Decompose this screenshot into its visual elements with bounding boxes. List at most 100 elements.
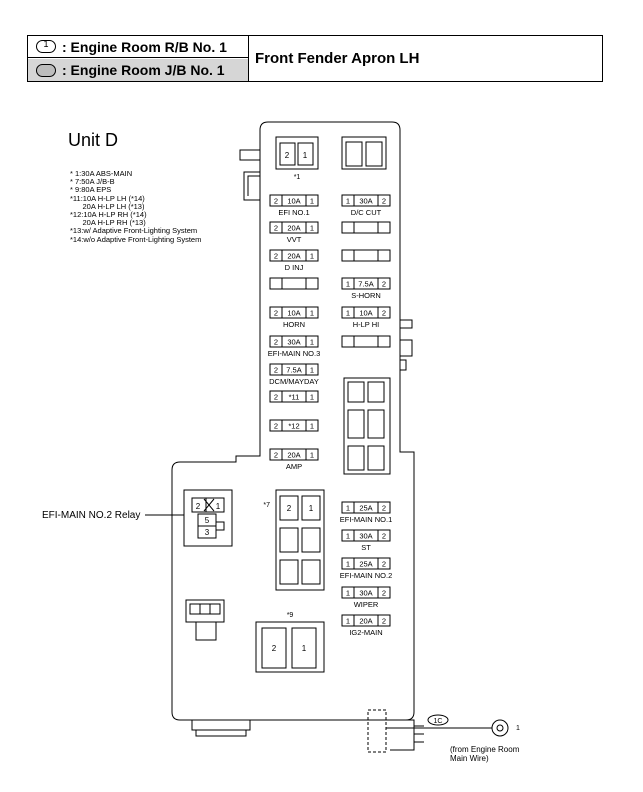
fuse-terminal-b: 1 (310, 338, 314, 347)
fuse-rating: 20A (359, 617, 372, 626)
fuse-terminal-b: 1 (310, 252, 314, 261)
fuse-terminal-b: 1 (310, 422, 314, 431)
fuse-terminal-a: 1 (346, 280, 350, 289)
fuse-left-8: 2 *12 1 (269, 419, 319, 432)
location-table: 1 : Engine Room R/B No. 1 : Engine Room … (27, 35, 603, 82)
fuse-terminal-a: 2 (274, 309, 278, 318)
fuse-rating: 30A (359, 197, 372, 206)
fuse-terminal-b: 1 (310, 224, 314, 233)
top-fuse-star: *1 (294, 174, 301, 181)
fuse9-star: *9 (287, 612, 294, 619)
fuse-terminal-a: 1 (346, 617, 350, 626)
fuse-terminal-a: 2 (274, 252, 278, 261)
fuse-terminal-a: 2 (274, 366, 278, 375)
fuse-terminal-a: 2 (274, 422, 278, 431)
connector-symbol-icon: 1 (36, 39, 56, 53)
connector-1c-symbol-icon (427, 714, 449, 726)
engine-room-jb-label: : Engine Room J/B No. 1 (62, 62, 225, 78)
top-fuse-left-terminal: 2 (285, 151, 290, 160)
fuse-rating: 25A (359, 504, 372, 513)
fuse-rating: 30A (287, 338, 300, 347)
fuse-terminal-b: 2 (382, 589, 386, 598)
fuse-terminal-a: 2 (274, 338, 278, 347)
fuse-rating: 10A (359, 309, 372, 318)
fuse-left-7: 2 *11 1 (269, 390, 319, 403)
fuse-terminal-b: 2 (382, 197, 386, 206)
fuse-terminal-b: 2 (382, 309, 386, 318)
fuse-name: EFI NO.1 (278, 208, 309, 217)
relay-terminal-1: 1 (216, 502, 221, 511)
fuse9-left-terminal: 2 (272, 644, 277, 653)
fuse-rating: 25A (359, 560, 372, 569)
fuse-box-outline (171, 121, 415, 721)
unit-title: Unit D (68, 130, 119, 150)
fuse-right-2 (341, 249, 391, 262)
engine-room-rb-label: : Engine Room R/B No. 1 (62, 38, 227, 55)
efi-main-no2-relay (183, 489, 233, 547)
grey-connector-symbol-icon (36, 63, 56, 77)
fuse-name: WIPER (354, 600, 379, 609)
fuse-name: H-LP HI (353, 320, 380, 329)
fuse-name: EFI-MAIN NO.3 (268, 349, 321, 358)
fuse-name: EFI-MAIN NO.2 (340, 571, 393, 580)
fuse-right-1 (341, 221, 391, 234)
engine-room-rb-row: 1 : Engine Room R/B No. 1 (28, 36, 248, 58)
fuse-terminal-a: 1 (346, 589, 350, 598)
fuse-terminal-b: 2 (382, 560, 386, 569)
fuse-terminal-b: 2 (382, 280, 386, 289)
fuse-rating: *12 (288, 422, 299, 431)
fuse-name: D INJ (285, 263, 304, 272)
engine-room-jb-row: : Engine Room J/B No. 1 (28, 59, 248, 81)
fuse-terminal-a: 1 (346, 532, 350, 541)
fuse-name: ST (361, 543, 371, 552)
connector-pin: 1 (516, 725, 520, 732)
ring-terminal-icon (491, 719, 509, 737)
fuse-left-3 (269, 277, 319, 290)
fuse-terminal-b: 1 (310, 393, 314, 402)
fuse-terminal-b: 2 (382, 617, 386, 626)
fuse-terminal-b: 2 (382, 532, 386, 541)
fuse-terminal-b: 1 (310, 197, 314, 206)
fuse-terminal-a: 1 (346, 197, 350, 206)
fuse-terminal-a: 1 (346, 560, 350, 569)
relay-terminal-5: 5 (205, 516, 210, 525)
fuse-name: HORN (283, 320, 305, 329)
fuse-rating: 20A (287, 252, 300, 261)
fuse-rating: 10A (287, 197, 300, 206)
relay-terminal-3: 3 (205, 528, 210, 537)
fuse-name: D/C CUT (351, 208, 382, 217)
fuse-terminal-b: 1 (310, 309, 314, 318)
fuse-terminal-a: 2 (274, 451, 278, 460)
fuse-right-4: 1 10A 2H-LP HI (341, 306, 391, 329)
fuse-terminal-a: 2 (274, 393, 278, 402)
fuse7-right-terminal: 1 (309, 504, 314, 513)
fuse-rating: 7.5A (286, 366, 301, 375)
fuse-terminal-b: 2 (382, 504, 386, 513)
connector-1c-housing (367, 709, 387, 753)
fuse-terminal-b: 1 (310, 366, 314, 375)
fuse-notes: * 1:30A ABS-MAIN * 7:50A J/B-B * 9:80A E… (70, 169, 202, 244)
fuse-name: VVT (287, 235, 302, 244)
top-fuse-right-terminal: 1 (303, 151, 308, 160)
relay-label: EFI-MAIN NO.2 Relay (42, 510, 141, 521)
fuse-left-2: 2 20A 1 D INJ (269, 249, 319, 272)
fuse-terminal-a: 1 (346, 309, 350, 318)
fuse-rating: *11 (289, 393, 300, 402)
fuse-right-5 (341, 335, 391, 348)
fuse-rating: 20A (287, 451, 300, 460)
fuse-terminal-a: 2 (274, 197, 278, 206)
connector-source-label: (from Engine Room Main Wire) (450, 745, 520, 763)
fuse9-right-terminal: 1 (302, 644, 307, 653)
fuse-rating: 20A (287, 224, 300, 233)
